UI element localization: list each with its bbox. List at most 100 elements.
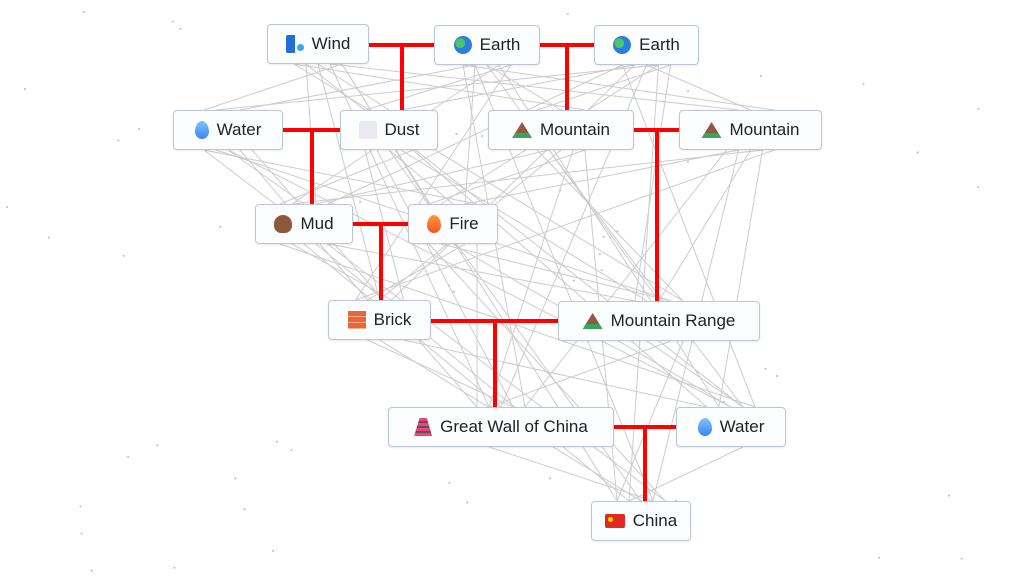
background-dot: [47, 236, 50, 239]
background-dot: [764, 367, 767, 370]
element-great-wall-of-china[interactable]: Great Wall of China: [388, 407, 614, 447]
background-dot: [877, 556, 880, 559]
mesh-line: [367, 339, 514, 408]
fire-icon: [427, 215, 442, 233]
wind-icon: [285, 35, 304, 53]
element-water[interactable]: Water: [173, 110, 283, 150]
element-label: Mountain: [540, 120, 610, 139]
background-dot: [602, 235, 605, 238]
background-dot: [687, 89, 690, 92]
background-dot: [616, 230, 619, 233]
earth-globe-icon: [613, 36, 632, 54]
element-label: Fire: [449, 214, 479, 233]
mesh-line: [486, 64, 562, 111]
mesh-line: [367, 243, 466, 301]
mesh-line: [293, 63, 684, 302]
mesh-line: [524, 149, 727, 408]
background-dot: [481, 134, 484, 137]
mesh-line: [279, 149, 414, 205]
mesh-line: [327, 64, 623, 205]
china-flag-icon: [604, 514, 625, 528]
element-label: Earth: [479, 35, 521, 54]
background-dot: [600, 269, 603, 272]
mesh-line: [203, 149, 478, 205]
background-dot: [171, 20, 174, 23]
background-dot: [598, 253, 601, 256]
brick-icon: [347, 311, 366, 329]
mesh-line: [440, 243, 672, 302]
water-drop-icon: [697, 418, 712, 436]
element-earth[interactable]: Earth: [434, 25, 540, 65]
background-dot: [448, 481, 451, 484]
mesh-line: [462, 64, 775, 111]
background-dot: [127, 455, 130, 458]
mountain-icon: [582, 313, 603, 329]
background-dot: [977, 107, 980, 110]
element-label: Mud: [300, 214, 334, 233]
mesh-line: [488, 340, 672, 408]
element-brick[interactable]: Brick: [328, 300, 431, 340]
background-dot: [977, 186, 980, 189]
background-dot: [90, 569, 93, 572]
mesh-line: [658, 149, 751, 302]
background-dot: [156, 444, 159, 447]
mesh-line: [317, 63, 380, 301]
background-dot: [290, 449, 293, 452]
mesh-line: [400, 64, 635, 111]
mesh-line: [622, 64, 756, 408]
background-dot: [243, 508, 246, 511]
mesh-line: [428, 149, 586, 205]
mesh-line: [536, 64, 671, 111]
mesh-line: [376, 149, 514, 408]
element-label: Brick: [373, 310, 412, 329]
background-dot: [466, 501, 469, 504]
mesh-line: [317, 63, 390, 111]
element-water[interactable]: Water: [676, 407, 786, 447]
background-dot: [455, 132, 458, 135]
element-label: Dust: [384, 120, 420, 139]
element-china[interactable]: China: [591, 501, 691, 541]
background-dot: [960, 557, 963, 560]
mesh-line: [403, 339, 708, 408]
mesh-line: [215, 64, 659, 111]
element-mud[interactable]: Mud: [255, 204, 353, 244]
mesh-line: [391, 64, 635, 301]
mesh-line: [464, 149, 739, 205]
element-mountain[interactable]: Mountain: [488, 110, 634, 150]
mesh-line: [315, 243, 630, 502]
element-label: Mountain Range: [610, 311, 736, 330]
background-dot: [23, 87, 26, 90]
pagoda-icon: [414, 418, 433, 436]
mesh-line: [646, 340, 744, 408]
mesh-line: [616, 340, 684, 502]
element-label: Water: [719, 417, 765, 436]
background-dot: [359, 200, 362, 203]
mesh-line: [718, 149, 763, 408]
background-dot: [219, 225, 222, 228]
water-drop-icon: [194, 121, 209, 139]
dust-icon: [358, 121, 377, 139]
background-dot: [138, 127, 141, 130]
element-wind[interactable]: Wind: [267, 24, 369, 64]
element-dust[interactable]: Dust: [340, 110, 438, 150]
background-dot: [6, 206, 9, 209]
element-label: Mountain: [729, 120, 800, 139]
element-label: Water: [216, 120, 262, 139]
mesh-line: [388, 149, 454, 205]
element-label: Great Wall of China: [440, 417, 588, 436]
background-dot: [759, 74, 762, 77]
element-mountain-range[interactable]: Mountain Range: [558, 301, 760, 341]
element-mountain[interactable]: Mountain: [679, 110, 822, 150]
mesh-line: [251, 149, 478, 408]
element-earth[interactable]: Earth: [594, 25, 699, 65]
background-dot: [179, 27, 182, 30]
mesh-line: [279, 243, 756, 408]
element-label: Earth: [639, 35, 680, 54]
background-dot: [234, 477, 237, 480]
mountain-icon: [512, 122, 533, 138]
mesh-line: [355, 149, 775, 301]
mesh-line: [291, 149, 763, 205]
element-fire[interactable]: Fire: [408, 204, 498, 244]
mesh-line: [239, 64, 476, 111]
